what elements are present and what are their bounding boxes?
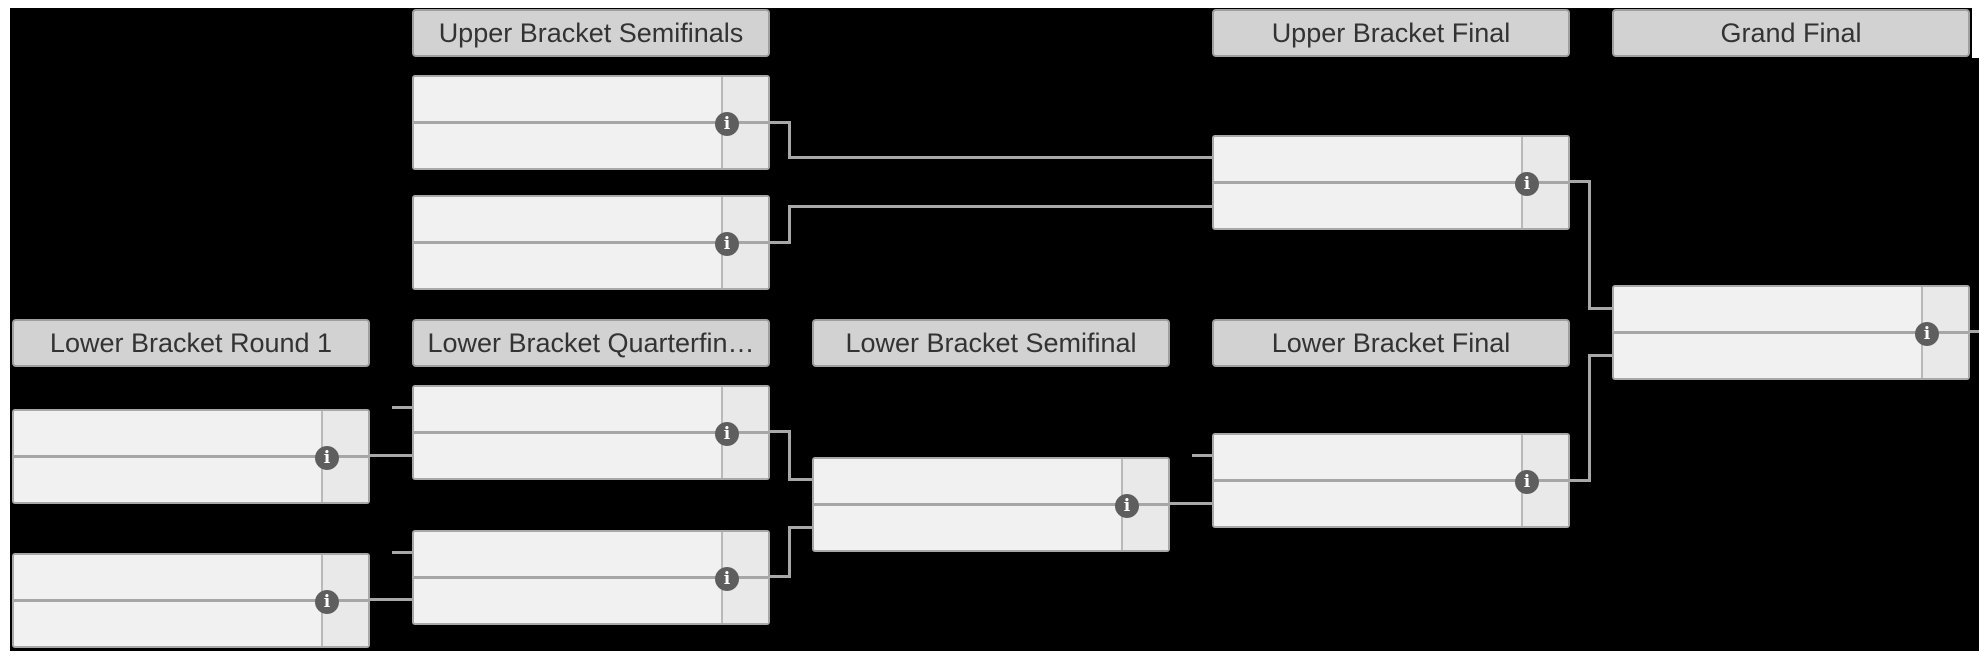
connector-line bbox=[788, 156, 1212, 159]
connector-line bbox=[392, 406, 412, 409]
match-middle-divider bbox=[414, 431, 768, 434]
match-info-icon[interactable]: i bbox=[715, 112, 739, 136]
team-slot-bottom bbox=[414, 244, 723, 288]
info-icon-glyph: i bbox=[1923, 324, 1931, 344]
round-header-lower-bracket-quarterfinals: Lower Bracket Quarterfin… bbox=[412, 319, 770, 367]
team-slot-bottom bbox=[414, 124, 723, 168]
connector-line bbox=[392, 551, 412, 554]
team-slot-bottom bbox=[1214, 482, 1523, 526]
page-margin-notch bbox=[1972, 8, 1979, 58]
match-info-icon[interactable]: i bbox=[1115, 494, 1139, 518]
match-info-icon[interactable]: i bbox=[715, 422, 739, 446]
match-info-icon[interactable]: i bbox=[1515, 172, 1539, 196]
match-info-icon[interactable]: i bbox=[715, 567, 739, 591]
connector-line bbox=[770, 121, 790, 124]
match-grand-final: i bbox=[1612, 285, 1970, 380]
team-slot-top bbox=[414, 532, 723, 576]
connector-line bbox=[770, 575, 788, 578]
team-slot-top bbox=[414, 197, 723, 241]
info-icon-glyph: i bbox=[723, 114, 731, 134]
connector-line bbox=[1588, 354, 1591, 482]
match-lower-bracket-semifinal: i bbox=[812, 457, 1170, 552]
connector-line bbox=[368, 454, 412, 457]
info-icon-glyph: i bbox=[1523, 472, 1531, 492]
team-slot-top bbox=[14, 555, 323, 599]
match-lower-bracket-round1-1: i bbox=[12, 409, 370, 504]
connector-line bbox=[770, 430, 788, 433]
match-middle-divider bbox=[414, 121, 768, 124]
connector-line bbox=[1588, 307, 1612, 310]
connector-line bbox=[1570, 180, 1588, 183]
info-icon-glyph: i bbox=[1523, 174, 1531, 194]
match-info-icon[interactable]: i bbox=[315, 446, 339, 470]
match-upper-bracket-semifinal-1: i bbox=[412, 75, 770, 170]
team-slot-bottom bbox=[814, 506, 1123, 550]
round-header-grand-final: Grand Final bbox=[1612, 9, 1970, 57]
team-slot-bottom bbox=[1214, 184, 1523, 228]
match-middle-divider bbox=[414, 576, 768, 579]
info-icon-glyph: i bbox=[1123, 496, 1131, 516]
team-slot-top bbox=[414, 387, 723, 431]
round-header-lower-bracket-semifinal: Lower Bracket Semifinal bbox=[812, 319, 1170, 367]
match-info-icon[interactable]: i bbox=[315, 590, 339, 614]
connector-line bbox=[788, 430, 791, 481]
round-header-lower-bracket-final: Lower Bracket Final bbox=[1212, 319, 1570, 367]
connector-line bbox=[788, 205, 1212, 208]
info-icon-glyph: i bbox=[723, 569, 731, 589]
match-lower-bracket-final: i bbox=[1212, 433, 1570, 528]
connector-line bbox=[770, 241, 790, 244]
connector-line bbox=[1192, 454, 1212, 457]
info-icon-glyph: i bbox=[323, 592, 331, 612]
match-middle-divider bbox=[1614, 331, 1968, 334]
match-lower-bracket-quarterfinal-1: i bbox=[412, 385, 770, 480]
match-lower-bracket-quarterfinal-2: i bbox=[412, 530, 770, 625]
match-info-icon[interactable]: i bbox=[715, 232, 739, 256]
round-header-lower-bracket-round-1: Lower Bracket Round 1 bbox=[12, 319, 370, 367]
info-icon-glyph: i bbox=[323, 448, 331, 468]
match-info-icon[interactable]: i bbox=[1515, 470, 1539, 494]
match-middle-divider bbox=[14, 599, 368, 602]
info-icon-glyph: i bbox=[723, 234, 731, 254]
round-header-upper-bracket-final: Upper Bracket Final bbox=[1212, 9, 1570, 57]
info-icon-glyph: i bbox=[723, 424, 731, 444]
match-middle-divider bbox=[814, 503, 1168, 506]
team-slot-top bbox=[14, 411, 323, 455]
round-header-upper-bracket-semifinals: Upper Bracket Semifinals bbox=[412, 9, 770, 57]
match-middle-divider bbox=[414, 241, 768, 244]
team-slot-top bbox=[1614, 287, 1923, 331]
connector-line bbox=[788, 526, 791, 578]
match-middle-divider bbox=[1214, 479, 1568, 482]
team-slot-bottom bbox=[414, 434, 723, 478]
match-upper-bracket-final: i bbox=[1212, 135, 1570, 230]
connector-line bbox=[1588, 180, 1591, 309]
match-info-icon[interactable]: i bbox=[1915, 322, 1939, 346]
team-slot-top bbox=[414, 77, 723, 121]
connector-line bbox=[788, 478, 812, 481]
match-middle-divider bbox=[1214, 181, 1568, 184]
team-slot-bottom bbox=[14, 602, 323, 646]
team-slot-bottom bbox=[414, 579, 723, 623]
team-slot-top bbox=[1214, 137, 1523, 181]
connector-line bbox=[788, 205, 791, 244]
match-lower-bracket-round1-2: i bbox=[12, 553, 370, 648]
connector-line bbox=[1588, 354, 1612, 357]
connector-line bbox=[1570, 479, 1588, 482]
connector-line bbox=[368, 598, 412, 601]
team-slot-top bbox=[1214, 435, 1523, 479]
connector-line bbox=[1968, 330, 1979, 333]
match-middle-divider bbox=[14, 455, 368, 458]
connector-line bbox=[788, 121, 791, 159]
match-upper-bracket-semifinal-2: i bbox=[412, 195, 770, 290]
team-slot-top bbox=[814, 459, 1123, 503]
team-slot-bottom bbox=[1614, 334, 1923, 378]
connector-line bbox=[1168, 502, 1212, 505]
connector-line bbox=[788, 526, 812, 529]
team-slot-bottom bbox=[14, 458, 323, 502]
